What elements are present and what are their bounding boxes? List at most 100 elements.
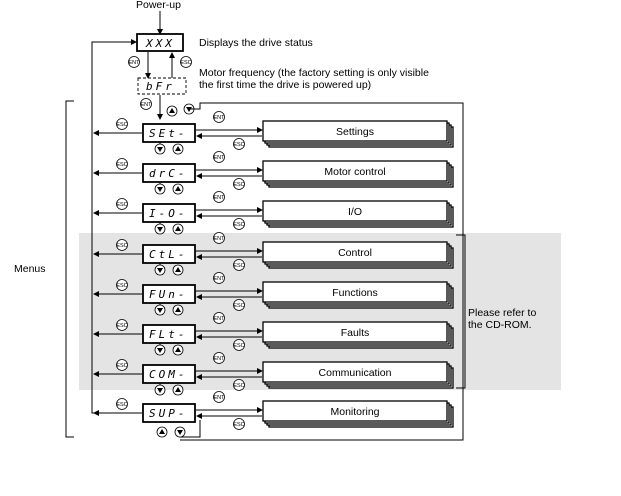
esc-button[interactable] <box>116 279 128 291</box>
menu-code-display <box>142 244 196 264</box>
menu-row: SEt-Settings <box>93 120 454 148</box>
up-arrow-icon <box>175 226 181 231</box>
menu-title: Monitoring <box>330 406 379 418</box>
menu-title: Control <box>338 247 372 259</box>
down-arrow-icon <box>186 107 192 112</box>
status-display <box>136 33 184 52</box>
up-arrow-icon <box>175 347 181 352</box>
esc-button[interactable] <box>116 359 128 371</box>
down-arrow-icon <box>157 348 163 353</box>
up-arrow-icon <box>169 108 175 113</box>
esc-button-label: ESC <box>116 323 127 329</box>
ent-button-label: ENT <box>214 195 226 201</box>
ent-button-label: ENT <box>214 356 226 362</box>
menu-code-text: CtL- <box>149 248 188 261</box>
esc-button-label: ESC <box>233 343 244 349</box>
ent-button-label: ENT <box>129 60 141 66</box>
esc-button-label: ESC <box>116 363 127 369</box>
ent-button-label: ENT <box>214 155 226 161</box>
down-arrow-icon <box>157 187 163 192</box>
menu-code-text: drC- <box>149 167 188 180</box>
up-arrow-icon <box>175 146 181 151</box>
esc-button[interactable] <box>233 339 245 351</box>
up-arrow-icon <box>159 429 165 434</box>
down-arrow-icon <box>157 227 163 232</box>
menu-code-display <box>142 163 196 183</box>
status-caption: Displays the drive status <box>199 37 313 49</box>
esc-button[interactable] <box>233 418 245 430</box>
submenu-page <box>262 400 448 422</box>
menu-code-display <box>142 324 196 344</box>
menu-title: Motor control <box>324 166 385 178</box>
esc-button-label: ESC <box>116 243 127 249</box>
esc-button[interactable] <box>233 299 245 311</box>
esc-button-label: ESC <box>233 263 244 269</box>
esc-button[interactable] <box>233 379 245 391</box>
ent-button-label: ENT <box>214 276 226 282</box>
menu-row: SUP- Monitoring <box>93 400 454 428</box>
esc-button[interactable] <box>116 398 128 410</box>
refer-line1: Please refer to <box>468 307 536 319</box>
submenu-page <box>262 361 448 383</box>
ent-button-label: ENT <box>214 316 226 322</box>
up-arrow-icon <box>175 267 181 272</box>
menu-code-display <box>142 203 196 223</box>
esc-button[interactable] <box>233 138 245 150</box>
esc-button-label: ESC <box>116 162 127 168</box>
up-arrow-icon <box>175 387 181 392</box>
esc-button[interactable] <box>116 158 128 170</box>
esc-button-label: ESC <box>116 402 127 408</box>
menu-code-text: I-O- <box>149 207 188 220</box>
refer-line2: the CD-ROM. <box>468 319 532 331</box>
ent-button[interactable] <box>213 352 225 364</box>
up-arrow-icon <box>175 186 181 191</box>
esc-button[interactable] <box>116 118 128 130</box>
bfr-display-text: bFr <box>146 80 175 93</box>
esc-button-label: ESC <box>233 182 244 188</box>
ent-button[interactable] <box>140 98 152 110</box>
menu-code-text: FUn- <box>149 288 188 301</box>
menu-code-text: SUP- <box>149 407 188 420</box>
bfr-display <box>137 77 187 95</box>
down-arrow-icon <box>157 268 163 273</box>
esc-button[interactable] <box>233 259 245 271</box>
ent-button[interactable] <box>213 391 225 403</box>
ent-button[interactable] <box>213 312 225 324</box>
menu-code-display <box>142 403 196 423</box>
menu-row: drC- Motor control <box>93 160 454 188</box>
submenu-page <box>262 281 448 303</box>
esc-button-label: ESC <box>233 142 244 148</box>
submenu-page <box>262 120 448 142</box>
ent-button[interactable] <box>213 232 225 244</box>
down-arrow-icon <box>157 308 163 313</box>
esc-button[interactable] <box>116 319 128 331</box>
submenu-page <box>262 241 448 263</box>
ent-button[interactable] <box>213 191 225 203</box>
menu-title: Functions <box>332 287 378 299</box>
menus-bracket <box>65 100 74 438</box>
menu-row: FLt-Faults <box>93 321 454 349</box>
esc-button[interactable] <box>116 239 128 251</box>
esc-button[interactable] <box>180 56 192 68</box>
submenu-page <box>262 200 448 222</box>
ent-button[interactable] <box>213 111 225 123</box>
menu-title: Communication <box>319 367 392 379</box>
menu-row: CtL- Control <box>93 241 454 269</box>
esc-button-label: ESC <box>233 222 244 228</box>
return-loop-right <box>180 102 464 441</box>
down-arrow-icon <box>157 388 163 393</box>
menu-title: Faults <box>341 327 370 339</box>
ent-button[interactable] <box>213 272 225 284</box>
esc-button[interactable] <box>116 198 128 210</box>
ent-button[interactable] <box>128 56 140 68</box>
down-arrow-icon <box>157 147 163 152</box>
menu-code-display <box>142 123 196 143</box>
esc-button[interactable] <box>233 178 245 190</box>
power-up-label: Power-up <box>136 0 181 11</box>
menus-label: Menus <box>14 263 46 275</box>
bfr-caption-line1: Motor frequency (the factory setting is … <box>199 67 429 79</box>
esc-button[interactable] <box>233 218 245 230</box>
ent-button[interactable] <box>213 151 225 163</box>
